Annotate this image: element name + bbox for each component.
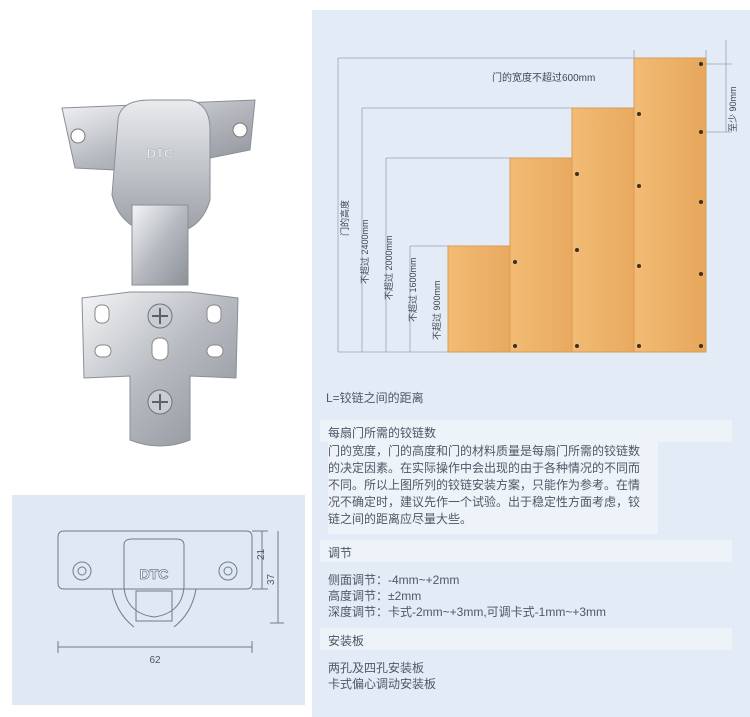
hinge-count-title: 每扇门所需的铰链数 xyxy=(328,426,437,440)
plate-title: 安装板 xyxy=(328,634,365,648)
hinge-count-body: 门的宽度，门的高度和门的材料质量是每扇门所需的铰链数的决定因素。在实际操作中会出… xyxy=(328,441,658,534)
adjust-title: 调节 xyxy=(328,546,353,560)
height-limit-2400: 不超过 2400mm xyxy=(359,219,370,284)
distance-legend: L=铰链之间的距离 xyxy=(326,391,424,405)
hinge-count-section: 每扇门所需的铰链数 xyxy=(320,420,732,442)
hinge-photo: DTC xyxy=(61,99,256,447)
plate-two-four-hole: 两孔及四孔安装板 xyxy=(328,661,425,675)
min-distance-note: 至少 90mm xyxy=(728,86,738,132)
dim-height-inner: 21 xyxy=(256,548,267,560)
dim-height-outer: 37 xyxy=(266,573,277,585)
logo-outline: DTC xyxy=(140,566,169,582)
height-limit-1600: 不超过 1600mm xyxy=(407,257,418,322)
plate-eccentric: 卡式偏心调动安装板 xyxy=(328,677,437,691)
dim-width: 62 xyxy=(149,655,161,666)
plate-section: 安装板 xyxy=(320,628,732,650)
door-width-note: 门的宽度不超过600mm xyxy=(492,71,595,84)
dimension-diagram: DTC 21 37 62 xyxy=(12,495,305,705)
adjust-depth: 深度调节：卡式-2mm~+3mm,可调卡式-1mm~+3mm xyxy=(328,605,607,619)
door-height-title: 门的高度 xyxy=(339,200,350,236)
info-panel: 门的宽度不超过600mm 至少 90mm 门的高度 不超过 2400mm 不超过… xyxy=(312,10,750,717)
product-photo: DTC xyxy=(0,0,305,488)
doors-illustration: 门的宽度不超过600mm 至少 90mm 门的高度 不超过 2400mm 不超过… xyxy=(337,40,738,353)
adjust-height: 高度调节：±2mm xyxy=(328,589,422,603)
adjust-side: 侧面调节：-4mm~+2mm xyxy=(328,573,460,587)
hinge-logo: DTC xyxy=(147,146,174,161)
height-limit-900: 不超过 900mm xyxy=(431,280,442,340)
hinge-line-drawing: DTC 21 37 62 xyxy=(57,530,284,666)
adjust-section: 调节 xyxy=(320,540,732,562)
height-limit-2000: 不超过 2000mm xyxy=(383,235,394,300)
